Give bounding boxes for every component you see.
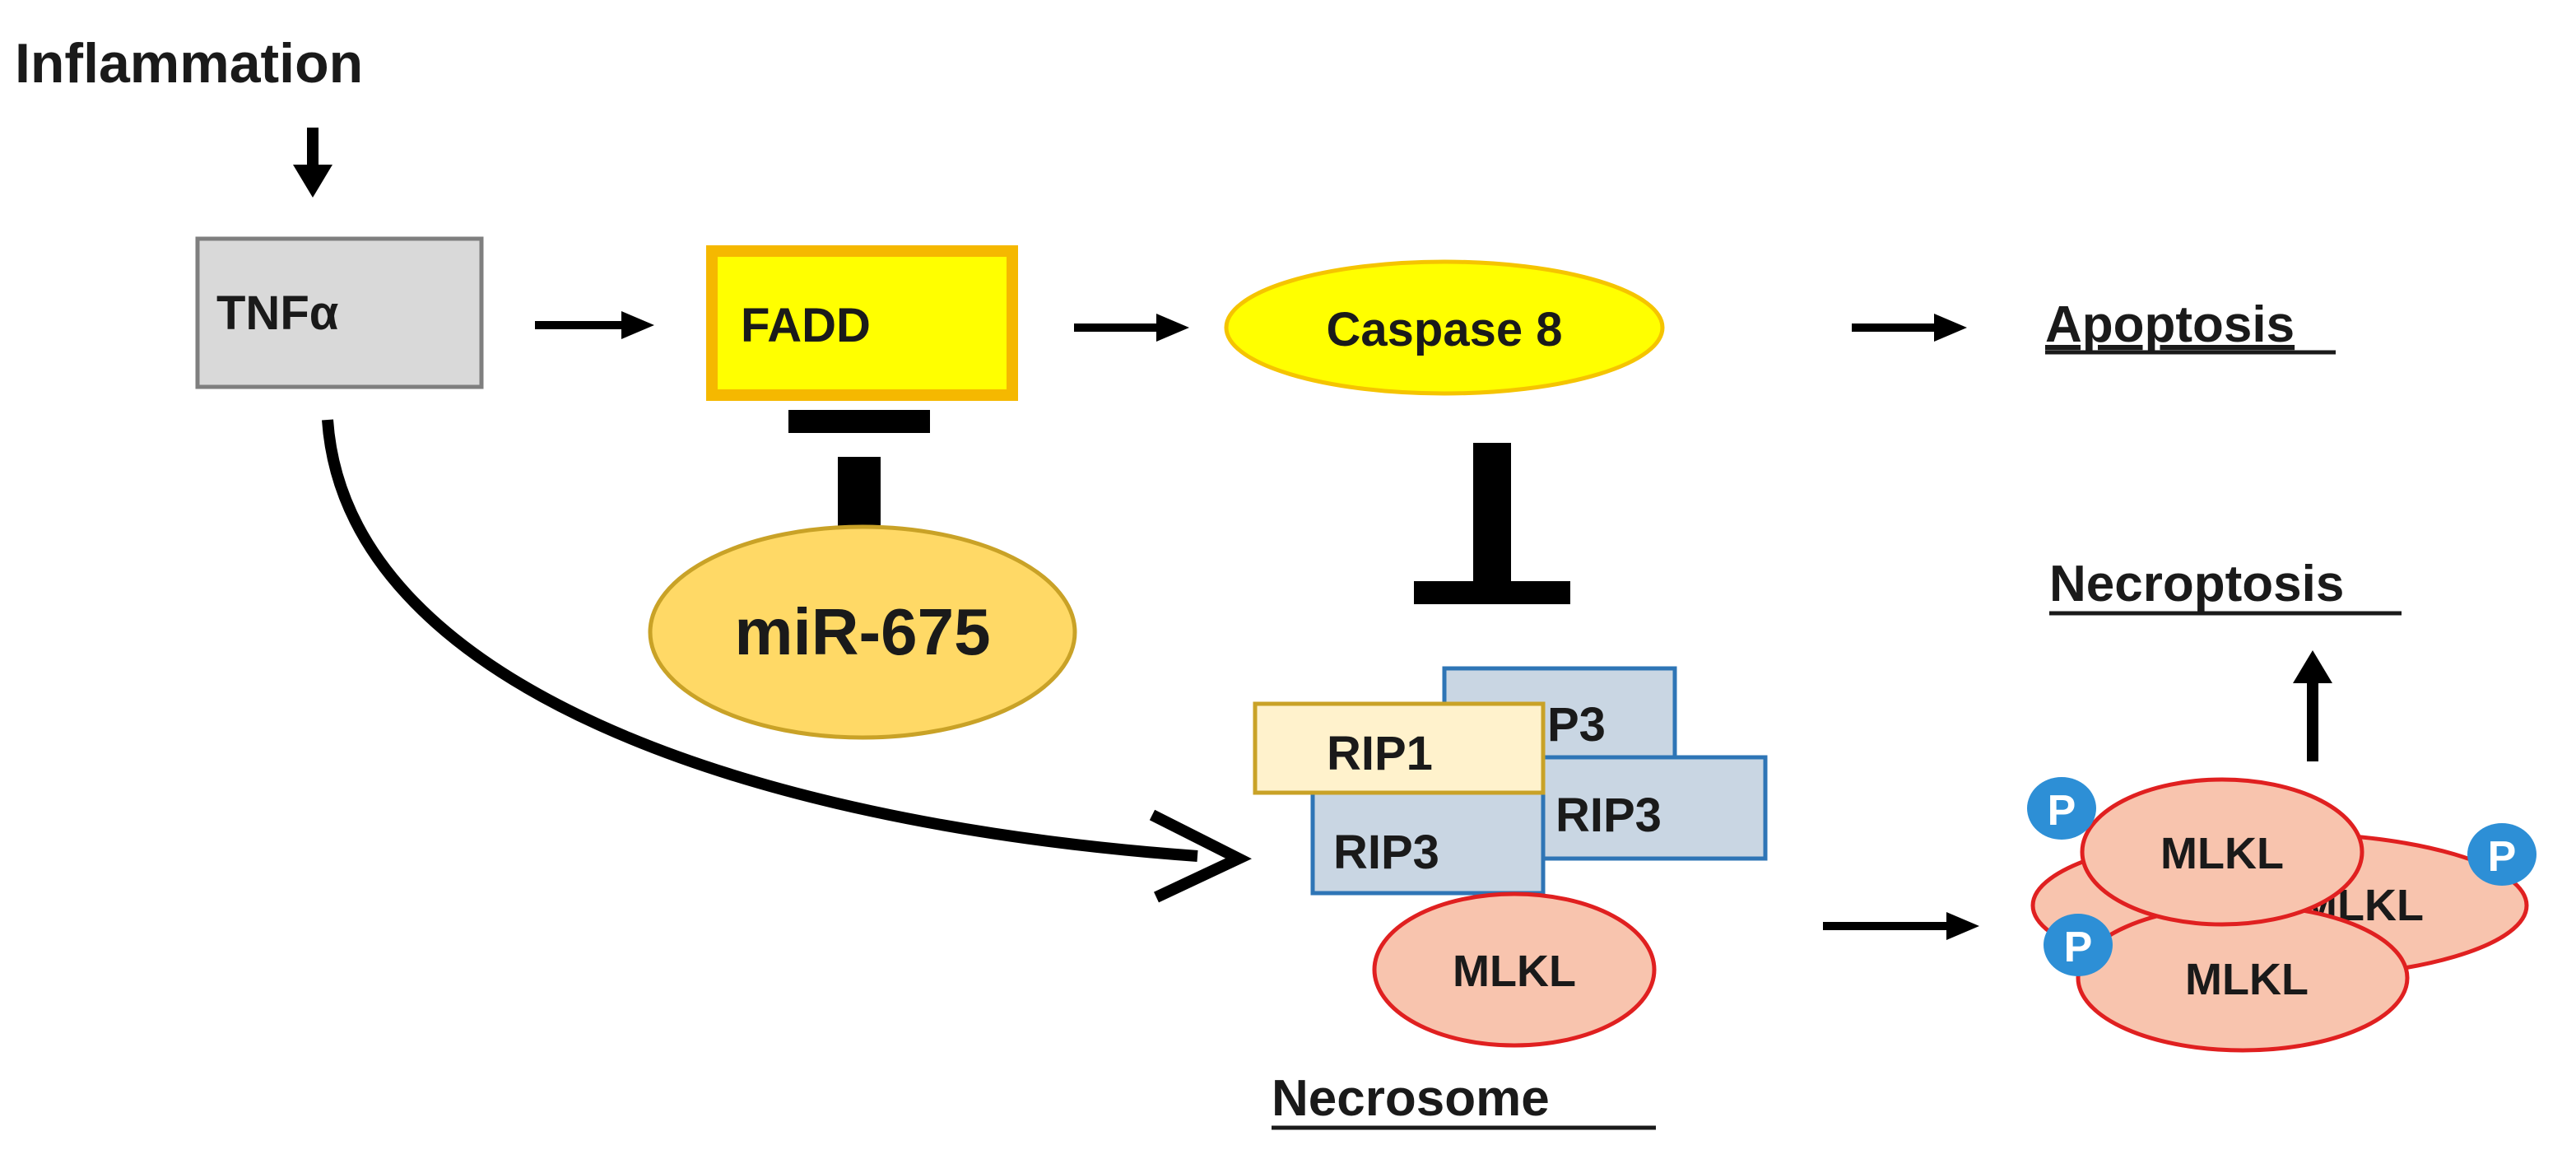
necrosome-mlkl-node: MLKL xyxy=(1372,891,1657,1048)
mir675-label: miR-675 xyxy=(734,595,990,668)
phospho-2-label: P xyxy=(2488,833,2517,881)
tnfa-to-fadd-arrow xyxy=(535,311,654,339)
necroptosis-label: Necroptosis xyxy=(2049,556,2344,612)
caspase8-inhibits-necrosome xyxy=(1414,443,1570,604)
caspase8-to-apoptosis-arrow xyxy=(1852,314,1967,342)
necrosome-mlkl-label: MLKL xyxy=(1453,947,1576,996)
mir675-node: miR-675 xyxy=(648,524,1077,740)
rip3-front-label: RIP3 xyxy=(1333,826,1439,879)
inflammation-label: Inflammation xyxy=(15,32,363,95)
fadd-to-caspase8-arrow xyxy=(1074,314,1189,342)
rip3-right-node: RIP3 xyxy=(1528,755,1768,861)
rip3-back-label: P3 xyxy=(1547,698,1606,752)
phospho-2-badge: P xyxy=(2467,823,2536,886)
phospho-1-badge: P xyxy=(2027,777,2096,840)
fadd-label: FADD xyxy=(741,299,871,352)
apoptosis-label: Apoptosis xyxy=(2045,296,2295,353)
mlkl-oligomer: MLKL MLKL MLKL P P P xyxy=(2027,777,2536,1053)
tnfa-node: TNFα xyxy=(195,236,484,389)
inflammation-to-tnfa-arrow xyxy=(293,128,332,198)
fadd-node: FADD xyxy=(706,245,1018,401)
necrosome-complex: P3 RIP3 RIP3 RIP1 MLKL xyxy=(1253,666,1768,1048)
mlkl-to-necroptosis-arrow xyxy=(2293,650,2332,761)
necrosome-label: Necrosome xyxy=(1272,1070,1550,1127)
tnfa-to-necrosome-curved-arrow xyxy=(322,419,1252,903)
mlkl-1-node: MLKL xyxy=(2080,777,2364,927)
mlkl-1-label: MLKL xyxy=(2160,829,2284,878)
mlkl-2-label: MLKL xyxy=(2185,955,2309,1004)
rip3-right-label: RIP3 xyxy=(1555,789,1662,842)
phospho-3-badge: P xyxy=(2044,914,2113,976)
phospho-3-label: P xyxy=(2064,924,2093,971)
caspase8-label: Caspase 8 xyxy=(1327,303,1563,356)
rip1-label: RIP1 xyxy=(1327,727,1433,780)
rip1-node: RIP1 xyxy=(1253,701,1546,795)
rip3-front-node: RIP3 xyxy=(1310,788,1546,896)
caspase8-node: Caspase 8 xyxy=(1224,259,1665,396)
tnfa-label: TNFα xyxy=(216,286,339,340)
mlkl-2-node: MLKL xyxy=(2076,903,2410,1053)
necrosome-to-mlkl-arrow xyxy=(1823,912,1979,940)
phospho-1-label: P xyxy=(2048,787,2076,835)
